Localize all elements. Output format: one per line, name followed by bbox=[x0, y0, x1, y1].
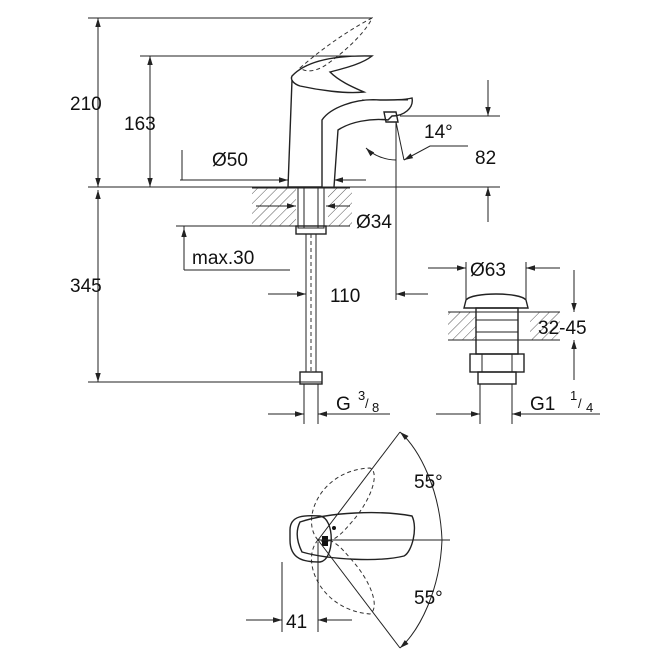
dim-163 bbox=[140, 55, 372, 187]
label-210: 210 bbox=[70, 94, 102, 115]
dim-345 bbox=[88, 190, 322, 383]
faucet-top-view bbox=[289, 431, 450, 649]
label-max-30: max.30 bbox=[192, 248, 254, 269]
dim-max-30 bbox=[176, 225, 296, 271]
label-diameter-63: Ø63 bbox=[470, 260, 506, 281]
dim-angle-14 bbox=[365, 121, 468, 300]
label-diameter-50: Ø50 bbox=[212, 150, 248, 171]
label-110: 110 bbox=[330, 286, 360, 307]
label-g1: G1 bbox=[530, 394, 555, 415]
dim-210 bbox=[88, 17, 372, 187]
dim-82 bbox=[400, 80, 500, 222]
label-163: 163 bbox=[124, 114, 156, 135]
label-g1-num: 1 bbox=[570, 388, 577, 403]
label-g-num: 3 bbox=[358, 388, 365, 403]
waste-valve-view bbox=[448, 293, 560, 424]
label-swivel-bottom: 55° bbox=[414, 588, 443, 609]
label-345: 345 bbox=[70, 276, 102, 297]
dim-g38 bbox=[268, 384, 390, 424]
label-32-45: 32-45 bbox=[538, 318, 587, 339]
dim-diameter-63 bbox=[428, 262, 560, 300]
dim-41 bbox=[246, 542, 352, 632]
label-g: G bbox=[336, 394, 351, 415]
label-41: 41 bbox=[286, 612, 307, 633]
label-14deg: 14° bbox=[424, 122, 453, 143]
label-diameter-34: Ø34 bbox=[356, 212, 392, 233]
label-swivel-top: 55° bbox=[414, 472, 443, 493]
dim-diameter-50 bbox=[180, 150, 366, 183]
faucet-side-view bbox=[287, 16, 413, 188]
label-g-slash: / bbox=[365, 396, 369, 411]
label-g1-den: 4 bbox=[586, 400, 593, 415]
label-g-den: 8 bbox=[372, 400, 379, 415]
label-82: 82 bbox=[475, 148, 496, 169]
label-g1-slash: / bbox=[578, 396, 582, 411]
